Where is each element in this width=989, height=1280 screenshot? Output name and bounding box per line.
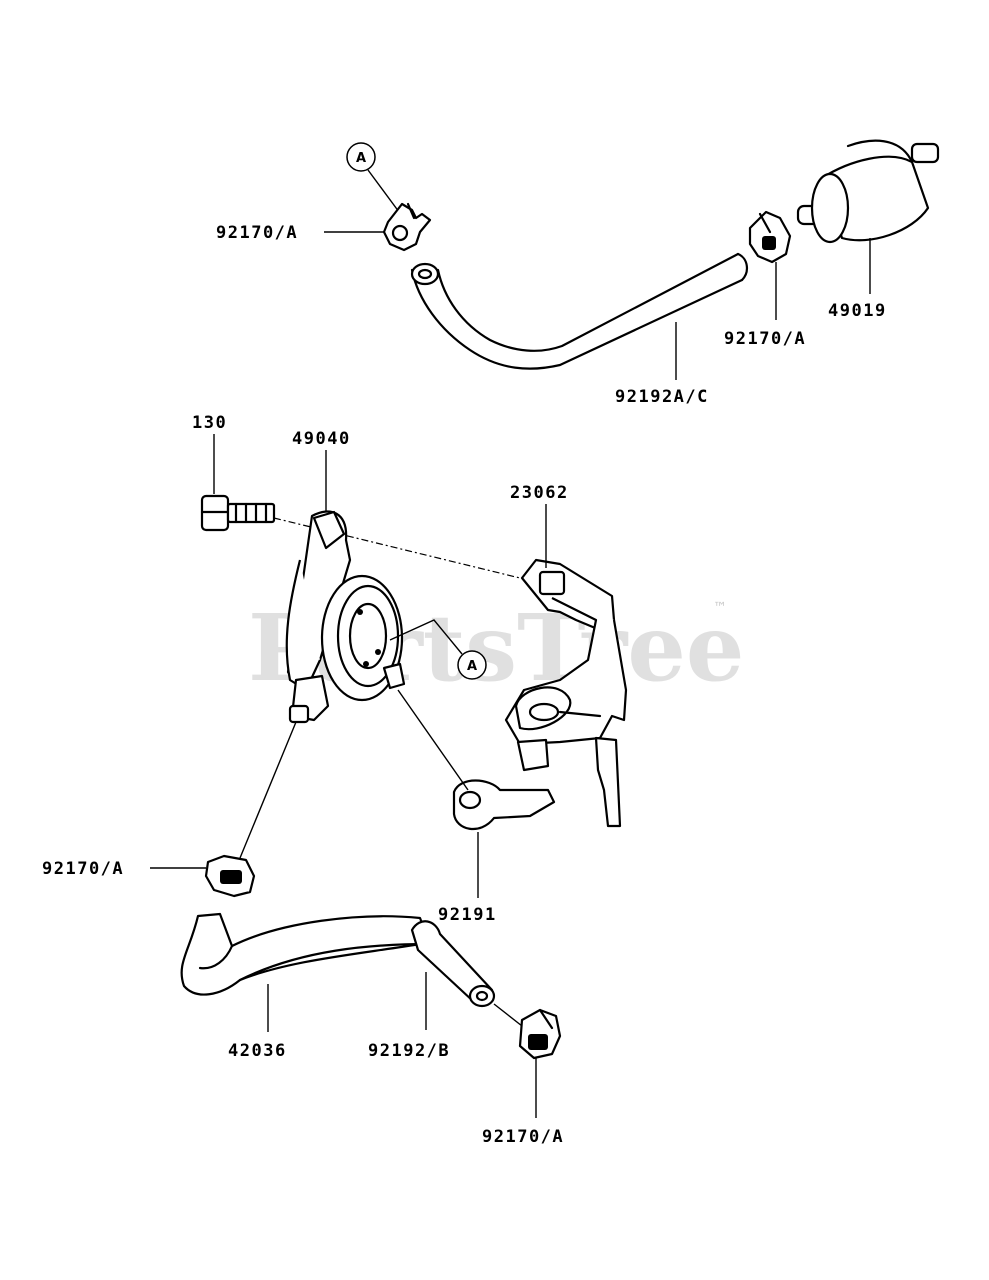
label-pump[interactable]: 49040 [292,429,351,449]
fuel-pump[interactable] [285,510,406,724]
svg-text:A: A [467,659,477,674]
hose-lower-short[interactable] [410,920,496,1008]
label-clamp-bottom[interactable]: 92170/A [482,1127,564,1147]
label-hose-lower-long[interactable]: 42036 [228,1041,287,1061]
trademark-symbol: ™ [713,600,727,616]
reference-marker-top[interactable]: A [346,142,376,172]
label-filter[interactable]: 49019 [828,301,887,321]
hose-clamp-top-left[interactable] [382,202,432,252]
svg-text:A: A [356,151,366,166]
label-hose-upper[interactable]: 92192A/C [615,387,709,407]
hose-clamp-top-right[interactable] [748,210,792,264]
label-fitting[interactable]: 92191 [438,905,497,925]
label-bracket[interactable]: 23062 [510,483,569,503]
reference-marker-middle[interactable]: A [457,650,487,680]
label-clamp-top-left[interactable]: 92170/A [216,223,298,243]
label-bolt[interactable]: 130 [192,413,227,433]
hose-clamp-bottom[interactable] [518,1008,562,1060]
hose-clamp-mid-left[interactable] [204,854,256,898]
bolt[interactable] [200,494,276,532]
mounting-bracket[interactable] [504,558,628,828]
label-hose-lower-short[interactable]: 92192/B [368,1041,450,1061]
elbow-fitting[interactable] [452,779,556,830]
hose-upper[interactable] [410,252,748,370]
label-clamp-mid-left[interactable]: 92170/A [42,859,124,879]
hose-lower-long[interactable] [180,912,432,996]
label-clamp-top-right[interactable]: 92170/A [724,329,806,349]
fuel-filter[interactable] [796,139,940,244]
